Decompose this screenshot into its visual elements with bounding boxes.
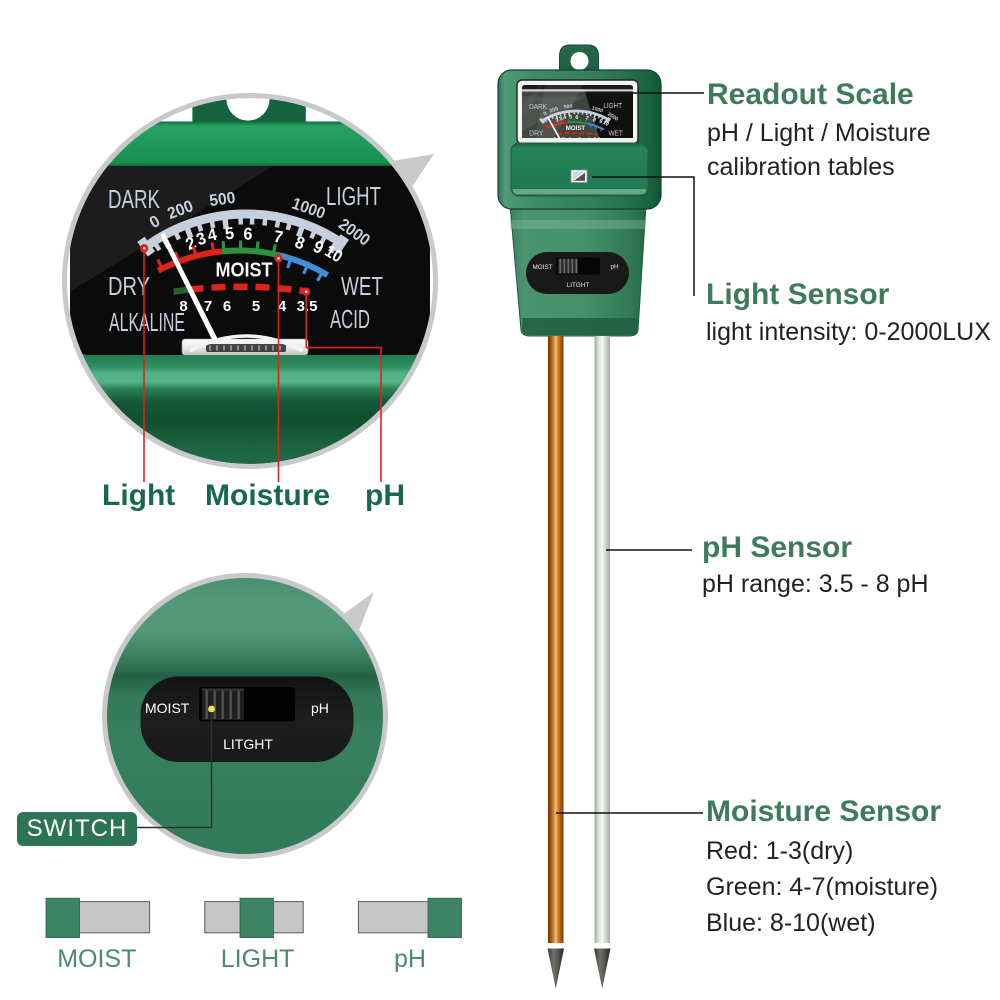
svg-text:MOIST: MOIST	[57, 945, 136, 973]
svg-text:LITGHT: LITGHT	[567, 282, 590, 289]
svg-text:MOIST: MOIST	[533, 264, 553, 271]
svg-text:SWITCH: SWITCH	[27, 815, 128, 842]
svg-text:LITGHT: LITGHT	[223, 736, 273, 752]
svg-text:pH: pH	[311, 700, 329, 716]
svg-text:LIGHT: LIGHT	[221, 945, 295, 973]
svg-text:pH: pH	[394, 945, 426, 973]
svg-text:MOIST: MOIST	[145, 700, 190, 716]
svg-text:pH: pH	[611, 264, 620, 271]
